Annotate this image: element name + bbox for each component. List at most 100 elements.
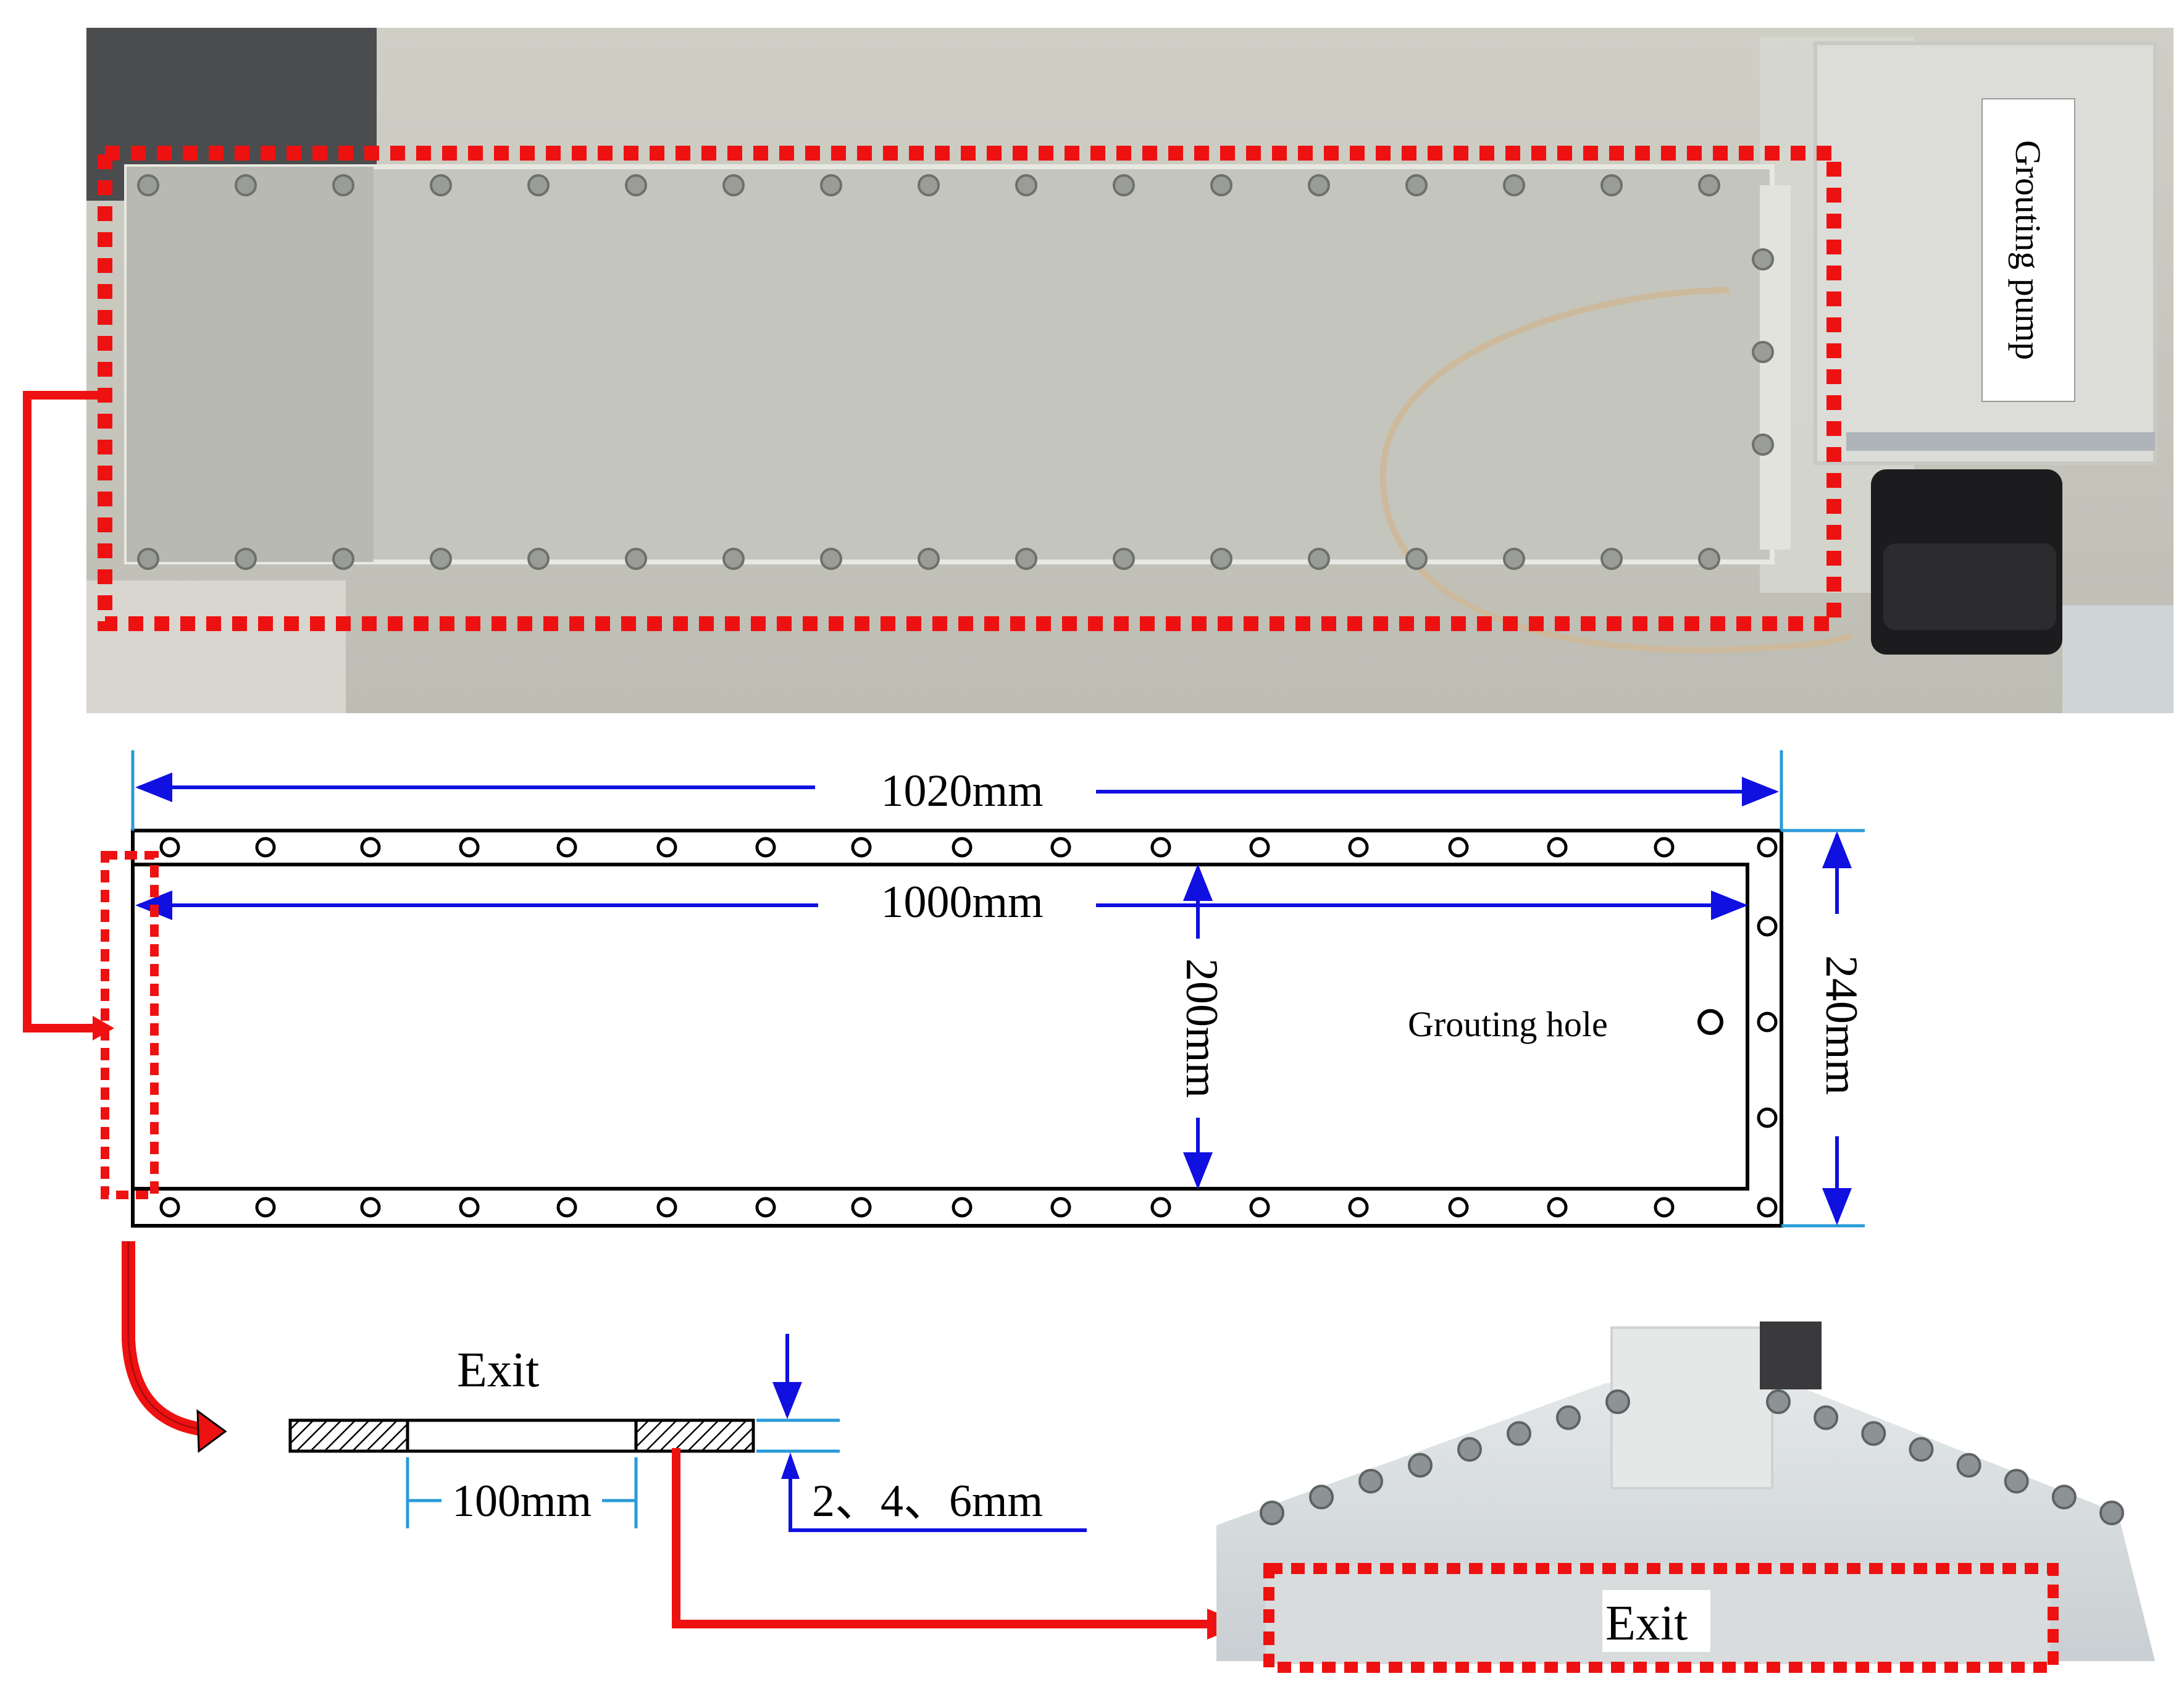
bolt-hole-bottom: [556, 1197, 577, 1218]
photo-bolt: [1814, 1405, 1839, 1430]
bolt-hole-bottom: [255, 1197, 276, 1218]
pump-label-box: [1981, 98, 2075, 402]
photo-bolt: [1766, 1389, 1791, 1414]
bolt-hole-top: [1547, 837, 1568, 858]
photo-bolt: [1605, 1389, 1630, 1414]
bolt-hole-top: [1348, 837, 1369, 858]
dim-gap-up-arrow: [781, 1452, 800, 1479]
bolt-hole-top: [656, 837, 677, 858]
photo-bolt: [820, 548, 842, 570]
section-plate-right: [634, 1418, 755, 1453]
top-photo: Grouting pump: [86, 28, 2174, 713]
photo-bolt: [1752, 433, 1774, 456]
bolt-hole-top: [755, 837, 776, 858]
bottom-highlight-frame: [1263, 1563, 2059, 1673]
connector-arrow-mid: [122, 1241, 227, 1453]
bottom-exit-label: Exit: [1605, 1596, 1688, 1651]
photo-bolt: [1909, 1437, 1934, 1462]
photo-bolt: [1210, 174, 1232, 196]
plan-bolt-holes: [159, 837, 1778, 1218]
bolt-hole-top: [1050, 837, 1071, 858]
dim-240-label: 240mm: [1816, 955, 1867, 1095]
photo-bolt: [2004, 1468, 2029, 1494]
plan-view: Grouting hole 1020mm 1000mm 200mm 240mm: [101, 750, 1867, 1228]
exit-section-label: Exit: [457, 1343, 539, 1397]
bolt-hole-bottom: [1448, 1197, 1469, 1218]
dim-200-label: 200mm: [1176, 958, 1227, 1098]
bolt-hole-bottom: [1249, 1197, 1270, 1218]
bolt-hole-right: [1757, 916, 1778, 937]
photo-bolt: [1405, 548, 1428, 570]
bolt-hole-top: [1150, 837, 1171, 858]
bolt-hole-bottom: [1757, 1197, 1778, 1218]
photo-bolt: [2099, 1501, 2124, 1525]
photo-bolt: [332, 548, 354, 570]
photo-bolt: [1015, 548, 1037, 570]
bolt-hole-bottom: [851, 1197, 872, 1218]
exit-section: Exit 100mm 2、4、6mm: [288, 1334, 1087, 1532]
photo-bolt: [1752, 248, 1774, 270]
dim-gap-label: 2、4、6mm: [812, 1476, 1043, 1527]
bolt-hole-top: [1757, 837, 1778, 858]
bolt-hole-bottom: [952, 1197, 973, 1218]
photo-bolt: [527, 174, 550, 196]
photo-bolt: [625, 174, 647, 196]
photo-highlight-frame: [98, 146, 1841, 631]
photo-bolt: [1556, 1405, 1581, 1430]
photo-bolt: [1861, 1421, 1886, 1446]
photo-bolt: [235, 174, 257, 196]
photo-bolt: [1408, 1452, 1433, 1478]
bolt-hole-bottom: [1150, 1197, 1171, 1218]
bolt-hole-top: [1249, 837, 1270, 858]
photo-bolt: [1113, 548, 1135, 570]
bolt-hole-right: [1757, 1011, 1778, 1032]
grouting-hole-symbol: [1697, 1009, 1723, 1035]
bolt-hole-bottom: [1654, 1197, 1675, 1218]
photo-bolt: [1113, 174, 1135, 196]
photo-bolt: [332, 174, 354, 196]
section-opening: [406, 1418, 638, 1453]
bolt-hole-top: [1654, 837, 1675, 858]
bottom-photo-bolts: [1260, 1389, 2124, 1525]
photo-bolt: [137, 548, 159, 570]
inner-frame: [131, 863, 1749, 1191]
photo-bolt: [918, 548, 940, 570]
photo-bolt: [1210, 548, 1232, 570]
grouting-hole-label: Grouting hole: [1408, 1004, 1608, 1044]
bottom-exit-label-box: [1602, 1590, 1710, 1652]
photo-bolt: [1600, 548, 1623, 570]
photo-bolt: [722, 548, 745, 570]
section-plate-left: [288, 1418, 409, 1453]
photo-bolt: [1260, 1501, 1284, 1525]
dim-1000-label: 1000mm: [881, 877, 1043, 928]
photo-bolt: [918, 174, 940, 196]
bolt-hole-bottom: [459, 1197, 480, 1218]
bolt-hole-top: [360, 837, 381, 858]
bolt-hole-top: [1448, 837, 1469, 858]
bolt-hole-bottom: [360, 1197, 381, 1218]
dim-100-label: 100mm: [452, 1476, 592, 1527]
bolt-hole-bottom: [1547, 1197, 1568, 1218]
photo-bolt: [527, 548, 550, 570]
photo-bolt: [1358, 1468, 1383, 1494]
bolt-hole-bottom: [755, 1197, 776, 1218]
bolt-hole-bottom: [1050, 1197, 1071, 1218]
photo-bolt: [1309, 1485, 1334, 1510]
bolt-hole-bottom: [1348, 1197, 1369, 1218]
bolt-hole-top: [556, 837, 577, 858]
photo-bolt: [1503, 174, 1525, 196]
photo-bolt: [235, 548, 257, 570]
photo-bolt: [1752, 341, 1774, 363]
photo-bolt: [2051, 1485, 2077, 1510]
photo-bolt: [430, 548, 452, 570]
plan-highlight-frame: [101, 851, 159, 1199]
bottom-photo: Exit: [1216, 1321, 2155, 1673]
bolt-hole-right: [1757, 1107, 1778, 1128]
photo-bolt: [1308, 174, 1330, 196]
photo-bolt: [1308, 548, 1330, 570]
photo-bolt: [625, 548, 647, 570]
dim-1020-label: 1020mm: [881, 766, 1043, 816]
photo-bolt: [1698, 548, 1720, 570]
photo-bolt: [1503, 548, 1525, 570]
bolt-hole-top: [952, 837, 973, 858]
